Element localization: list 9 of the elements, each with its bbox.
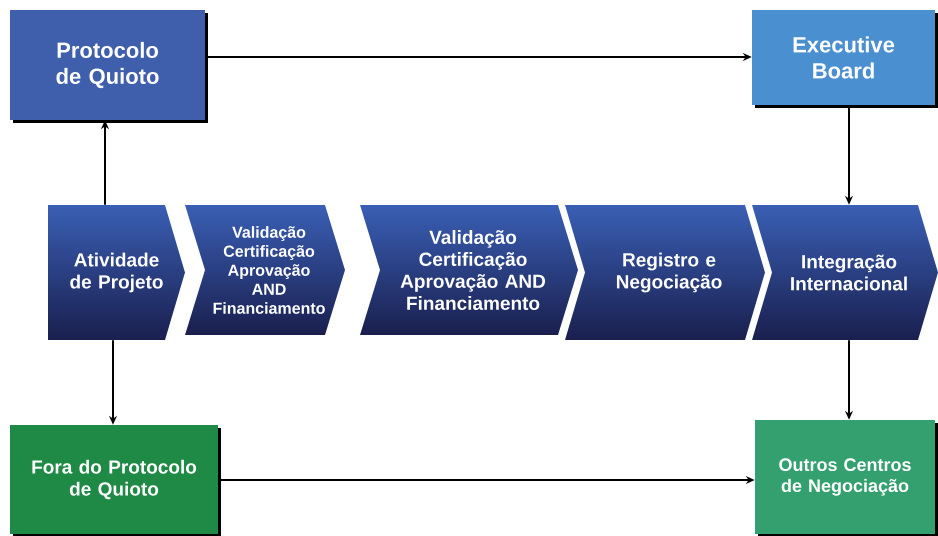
chevron-step: Registro e Negociação — [616, 252, 722, 292]
process-box: Outros Centros de Negociação — [755, 420, 938, 536]
process-box: Protocolo de Quioto — [10, 10, 208, 123]
process-box: Executive Board — [752, 10, 938, 108]
process-box: Fora do Protocolo de Quioto — [10, 425, 221, 536]
chevron-step: Validação Certificação Aprovação AND Financiamento — [400, 230, 546, 310]
chevron-step: Integração Internacional — [791, 254, 907, 290]
chevron-step: Validação Certificação Aprovação AND Financiamento — [214, 226, 325, 314]
chevron-step: Atividade de Projeto — [70, 252, 163, 292]
